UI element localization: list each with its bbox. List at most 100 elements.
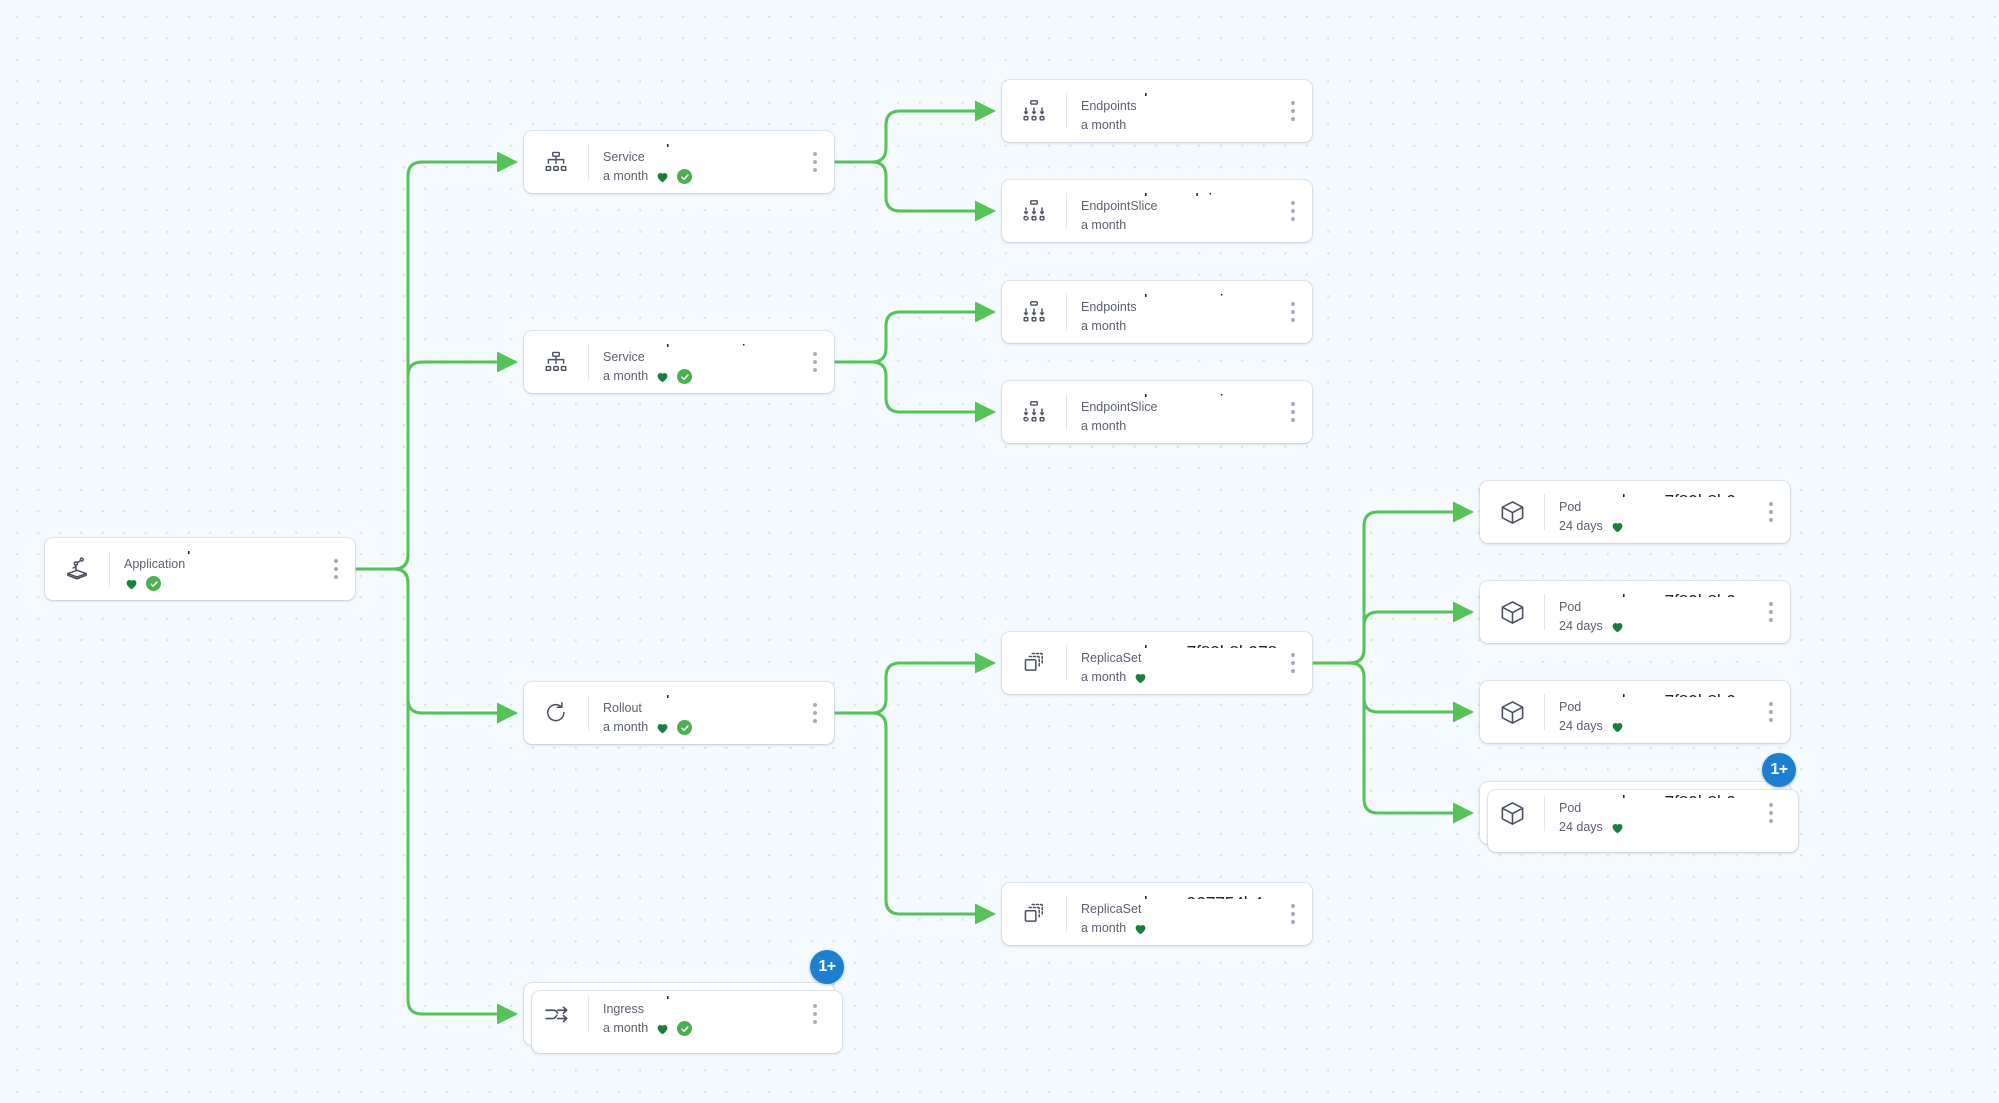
node-menu-icon[interactable] xyxy=(1280,381,1312,443)
node-menu-icon[interactable] xyxy=(1280,883,1312,945)
node-divider xyxy=(588,695,589,731)
node-divider xyxy=(1544,795,1545,831)
health-status-icon[interactable] xyxy=(1610,620,1625,634)
endpoints-icon xyxy=(1002,281,1066,343)
application-icon xyxy=(45,538,109,600)
node-age: a month xyxy=(1081,670,1127,684)
health-status-icon[interactable] xyxy=(655,170,670,184)
node-kind-label: ReplicaSet xyxy=(1081,902,1142,917)
node-divider xyxy=(1066,93,1067,129)
resource-edge xyxy=(353,151,518,571)
node-kind-label: Pod xyxy=(1559,700,1582,715)
node-body: canary-demoEndpointsa month xyxy=(1067,80,1280,142)
pod-icon xyxy=(1480,581,1544,643)
health-status-icon[interactable] xyxy=(1610,720,1625,734)
health-status-icon[interactable] xyxy=(655,370,670,384)
node-meta xyxy=(124,576,323,591)
node-title: canary-demo-preview xyxy=(1081,290,1280,297)
node-menu-icon[interactable] xyxy=(1280,180,1312,242)
node-divider xyxy=(588,144,589,180)
node-title: canary-demo-preview-v... xyxy=(1081,390,1280,397)
sync-status-icon[interactable] xyxy=(677,720,693,735)
health-status-icon[interactable] xyxy=(124,577,139,591)
resource-node-replicaset[interactable]: canary-demo-967754b4cReplicaSeta month xyxy=(1002,883,1312,945)
node-menu-icon[interactable] xyxy=(802,682,834,744)
node-menu-icon[interactable] xyxy=(1758,581,1790,643)
node-body: canary-demo-7f89b8b97... Pod 24 days xyxy=(1545,782,1758,844)
node-menu-icon[interactable] xyxy=(1758,681,1790,743)
health-status-icon[interactable] xyxy=(655,1022,670,1036)
node-divider xyxy=(109,551,110,587)
node-age: 24 days xyxy=(1559,820,1603,834)
node-menu-icon[interactable] xyxy=(1280,80,1312,142)
resource-edge xyxy=(353,351,518,571)
node-menu-icon[interactable] xyxy=(802,983,834,1045)
endpointslice-icon xyxy=(1002,180,1066,242)
node-kind-label: Pod xyxy=(1559,801,1582,816)
sync-status-icon[interactable] xyxy=(677,369,693,384)
service-icon xyxy=(524,131,588,193)
health-status-icon[interactable] xyxy=(1133,671,1148,685)
node-meta: a month xyxy=(1081,419,1280,434)
rollout-icon xyxy=(524,682,588,744)
sync-status-icon[interactable] xyxy=(146,576,161,591)
node-menu-icon[interactable] xyxy=(1758,782,1790,844)
resource-node-rollout[interactable]: canary-demoRollouta month xyxy=(524,682,834,744)
resource-node-application[interactable]: canary-demoApplication xyxy=(45,538,355,600)
resource-node-ingress[interactable]: canary-demoIngressa month xyxy=(524,983,842,1053)
node-menu-icon[interactable] xyxy=(323,538,355,600)
node-meta: a month xyxy=(603,369,802,384)
health-status-icon[interactable] xyxy=(1133,922,1148,936)
resource-node-service[interactable]: canary-demoServicea month xyxy=(524,131,834,193)
resource-node-replicaset[interactable]: canary-demo-7f89b8b978ReplicaSeta month xyxy=(1002,632,1312,694)
resource-node-endpoints[interactable]: canary-demo-previewEndpointsa month xyxy=(1002,281,1312,343)
replicaset-icon xyxy=(1002,632,1066,694)
node-menu-icon[interactable] xyxy=(1280,632,1312,694)
health-status-icon[interactable] xyxy=(1610,821,1625,835)
node-age: 24 days xyxy=(1559,619,1603,633)
node-body: canary-demo-previewServicea month xyxy=(589,331,802,393)
pod-icon xyxy=(1480,681,1544,743)
resource-node-endpoints[interactable]: canary-demoEndpointsa month xyxy=(1002,80,1312,142)
resource-node-service[interactable]: canary-demo-previewServicea month xyxy=(524,331,834,393)
node-age: a month xyxy=(1081,118,1127,132)
sync-status-icon[interactable] xyxy=(677,169,693,184)
health-status-icon[interactable] xyxy=(655,721,670,735)
node-menu-icon[interactable] xyxy=(1758,481,1790,543)
resource-edge xyxy=(1310,661,1474,824)
hidden-children-badge[interactable]: 1+ xyxy=(1762,753,1796,787)
resource-node-pod[interactable]: canary-demo-7f89b8b97... Pod 24 days xyxy=(1480,681,1790,743)
resource-edge xyxy=(832,301,996,364)
health-status-icon[interactable] xyxy=(1610,520,1625,534)
node-divider xyxy=(1066,294,1067,330)
node-title: canary-demo xyxy=(603,140,802,147)
node-menu-icon[interactable] xyxy=(1280,281,1312,343)
node-title: canary-demo-7f89b8b97... xyxy=(1559,690,1758,697)
node-title: canary-demo xyxy=(603,691,802,698)
node-kind-label: Pod xyxy=(1559,600,1582,615)
node-meta: 24 days xyxy=(1559,719,1758,734)
node-meta: 24 days xyxy=(1559,820,1758,835)
resource-node-endpointslice[interactable]: canary-demo-clpjwEndpointSlicea month xyxy=(1002,180,1312,242)
sync-status-icon[interactable] xyxy=(677,1021,693,1036)
node-divider xyxy=(588,344,589,380)
node-body: canary-demoApplication xyxy=(110,538,323,600)
resource-edge xyxy=(353,567,518,724)
resource-edge xyxy=(1310,661,1474,723)
node-body: canary-demo-clpjwEndpointSlicea month xyxy=(1067,180,1280,242)
service-icon xyxy=(524,331,588,393)
hidden-children-badge[interactable]: 1+ xyxy=(810,950,844,984)
node-menu-icon[interactable] xyxy=(802,131,834,193)
node-meta: a month xyxy=(1081,670,1280,685)
node-age: a month xyxy=(1081,419,1127,433)
node-body: canary-demo-7f89b8b978ReplicaSeta month xyxy=(1067,632,1280,694)
node-menu-icon[interactable] xyxy=(802,331,834,393)
resource-node-pod[interactable]: canary-demo-7f89b8b97... Pod 24 days xyxy=(1480,782,1798,852)
node-title: canary-demo-7f89b8b97... xyxy=(1559,791,1758,798)
